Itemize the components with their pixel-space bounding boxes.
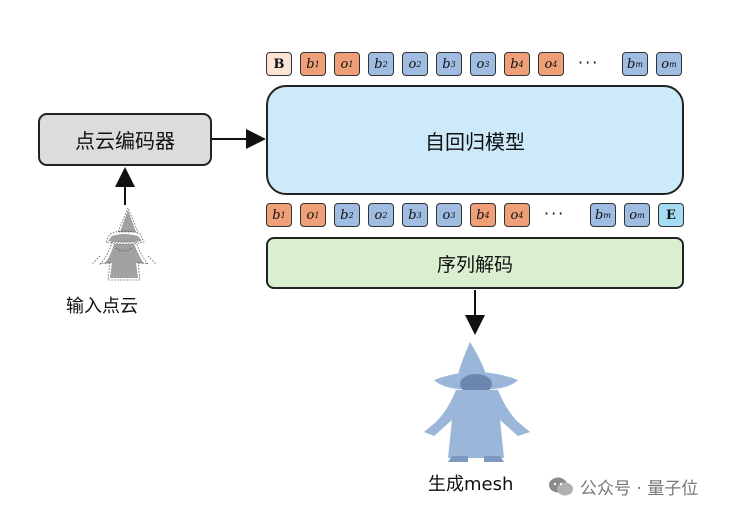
top-token-o1-subscript: 1 bbox=[348, 59, 354, 69]
bottom-token-b1-base: b bbox=[272, 207, 281, 223]
top-token-bm-base: b bbox=[627, 56, 636, 72]
bottom-token-b4-base: b bbox=[476, 207, 485, 223]
sequence-decoder-box: 序列解码 bbox=[266, 237, 684, 289]
top-token-b2-base: b bbox=[374, 56, 383, 72]
watermark: 公众号 · 量子位 bbox=[548, 474, 698, 499]
top-token-b1-base: b bbox=[306, 56, 315, 72]
top-token-b1-subscript: 1 bbox=[314, 59, 320, 69]
top-token-o4-subscript: 4 bbox=[552, 59, 558, 69]
bottom-token-om-subscript: m bbox=[637, 210, 645, 220]
bottom-token-o2-subscript: 2 bbox=[382, 210, 388, 220]
bottom-token-o1-base: o bbox=[306, 207, 315, 223]
top-start-token: B bbox=[266, 52, 292, 76]
autoregressive-model-label: 自回归模型 bbox=[425, 129, 525, 154]
bottom-token-b4-subscript: 4 bbox=[484, 210, 490, 220]
bottom-token-o1-subscript: 1 bbox=[314, 210, 320, 220]
top-token-om-subscript: m bbox=[669, 59, 677, 69]
bottom-token-b1-subscript: 1 bbox=[280, 210, 286, 220]
bottom-token-o2-base: o bbox=[374, 207, 383, 223]
generated-mesh-wizard-image bbox=[424, 342, 536, 466]
top-token-o1-base: o bbox=[340, 56, 349, 72]
top-token-o2-base: o bbox=[408, 56, 417, 72]
wechat-icon bbox=[549, 477, 573, 495]
bottom-token-b3-subscript: 3 bbox=[416, 210, 422, 220]
autoregressive-model-box: 自回归模型 bbox=[266, 85, 684, 195]
bottom-token-o3-base: o bbox=[442, 207, 451, 223]
top-token-o3-subscript: 3 bbox=[484, 59, 490, 69]
point-cloud-encoder-label: 点云编码器 bbox=[75, 129, 175, 153]
bottom-token-o4-base: o bbox=[510, 207, 519, 223]
bottom-end-token: E bbox=[658, 203, 684, 227]
top-token-b3-subscript: 3 bbox=[450, 59, 456, 69]
top-token-o4-base: o bbox=[544, 56, 553, 72]
bottom-ellipsis: ··· bbox=[544, 204, 566, 223]
point-cloud-wizard-image bbox=[91, 206, 157, 281]
top-token-b3-base: b bbox=[442, 56, 451, 72]
top-token-b2-subscript: 2 bbox=[382, 59, 388, 69]
top-token-om-base: o bbox=[661, 56, 670, 72]
bottom-token-o3-subscript: 3 bbox=[450, 210, 456, 220]
bottom-token-b2-base: b bbox=[340, 207, 349, 223]
top-token-o2-subscript: 2 bbox=[416, 59, 422, 69]
top-token-b4-base: b bbox=[510, 56, 519, 72]
bottom-token-bm-base: b bbox=[595, 207, 604, 223]
bottom-token-bm-subscript: m bbox=[603, 210, 611, 220]
bottom-token-b2-subscript: 2 bbox=[348, 210, 354, 220]
top-token-b4-subscript: 4 bbox=[518, 59, 524, 69]
bottom-token-om-base: o bbox=[629, 207, 638, 223]
generated-mesh-label: 生成mesh bbox=[428, 474, 514, 495]
point-cloud-encoder-box: 点云编码器 bbox=[38, 113, 212, 166]
input-point-cloud-label: 输入点云 bbox=[66, 296, 138, 317]
watermark-text: 公众号 · 量子位 bbox=[580, 479, 699, 499]
top-ellipsis: ··· bbox=[578, 53, 600, 72]
top-token-bm-subscript: m bbox=[635, 59, 643, 69]
sequence-decoder-label: 序列解码 bbox=[436, 253, 513, 276]
top-token-o3-base: o bbox=[476, 56, 485, 72]
bottom-token-b3-base: b bbox=[408, 207, 417, 223]
bottom-token-o4-subscript: 4 bbox=[518, 210, 524, 220]
